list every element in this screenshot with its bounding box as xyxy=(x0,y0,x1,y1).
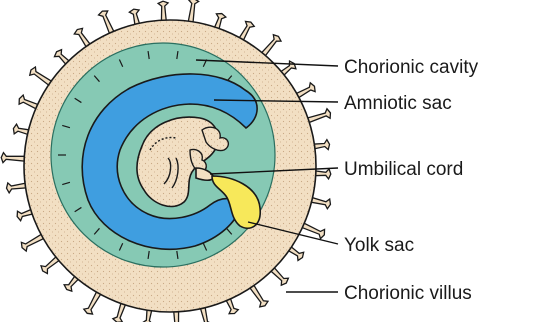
label-amniotic-sac: Amniotic sac xyxy=(344,93,452,114)
label-yolk-sac: Yolk sac xyxy=(344,235,414,256)
villus-branch xyxy=(158,1,168,22)
villus-branch xyxy=(1,153,26,163)
villus-branch xyxy=(188,0,199,24)
label-umbilical-cord: Umbilical cord xyxy=(344,159,463,180)
label-chorionic-villus: Chorionic villus xyxy=(344,283,472,304)
label-chorionic-cavity: Chorionic cavity xyxy=(344,57,479,78)
